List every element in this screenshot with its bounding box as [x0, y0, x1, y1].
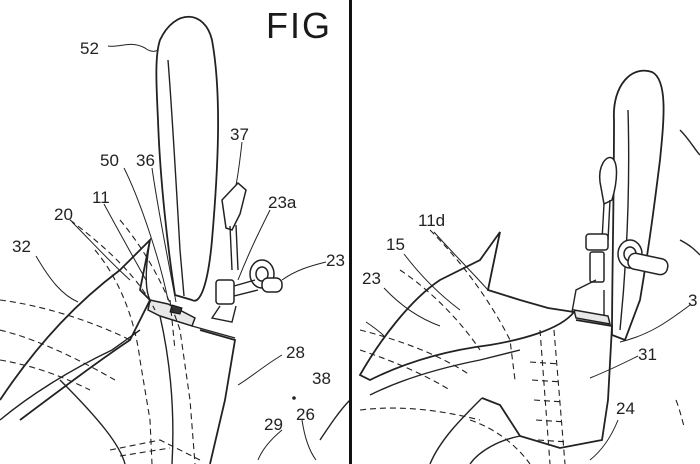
- label-36: 36: [136, 151, 155, 170]
- label-23-right: 23: [362, 269, 381, 288]
- label-32: 32: [12, 237, 31, 256]
- hidden-lines-right: [359, 229, 685, 464]
- body-panel-28: [199, 329, 237, 464]
- label-28: 28: [286, 343, 305, 362]
- label-23: 23: [326, 251, 345, 270]
- label-3: 3: [688, 291, 697, 310]
- label-50: 50: [100, 151, 119, 170]
- label-26: 26: [296, 405, 315, 424]
- label-24: 24: [616, 399, 635, 418]
- front-cowl-32: [0, 237, 152, 421]
- label-20: 20: [54, 205, 73, 224]
- label-52: 52: [80, 39, 99, 58]
- label-38: 38: [312, 369, 331, 388]
- label-29: 29: [264, 415, 283, 434]
- mirror-37: [221, 181, 247, 231]
- mirror-right: [598, 156, 618, 206]
- windscreen-52: [155, 15, 219, 302]
- label-23a: 23a: [268, 193, 297, 212]
- hidden-lines: [0, 219, 201, 464]
- windscreen-right: [611, 69, 665, 342]
- label-11: 11: [92, 188, 110, 207]
- label-15: 15: [386, 235, 405, 254]
- label-31: 31: [638, 345, 657, 364]
- front-cowl-right: [358, 231, 576, 382]
- label-11d: 11d: [418, 211, 445, 230]
- panel-divider: [349, 0, 352, 464]
- handlebar-right: [571, 233, 669, 317]
- body-panel-31: [481, 319, 613, 449]
- label-37: 37: [230, 125, 249, 144]
- left-panel: FIG: [0, 5, 351, 464]
- right-panel: 11d 15 23 3 31 24: [358, 69, 700, 464]
- fig-label: FIG: [266, 5, 332, 46]
- handlebar-23: [210, 259, 283, 323]
